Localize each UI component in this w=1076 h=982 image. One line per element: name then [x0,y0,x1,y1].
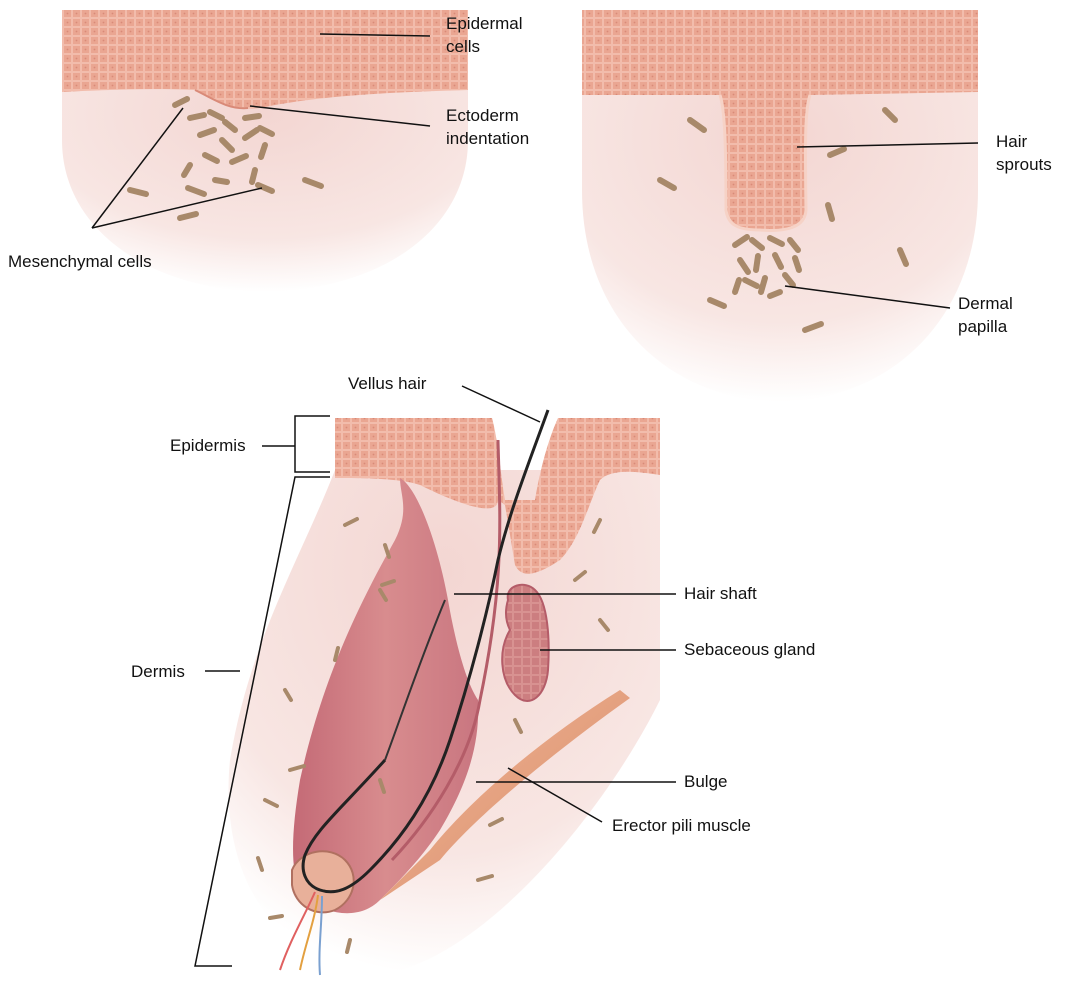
label-vellus-hair: Vellus hair [348,372,426,395]
label-epidermal-cells-line2: cells [446,35,523,58]
label-ectoderm-indentation: Ectoderm indentation [446,104,529,150]
label-epidermis: Epidermis [170,434,246,457]
label-dermal-papilla-line2: papilla [958,315,1013,338]
label-epidermal-cells: Epidermal cells [446,12,523,58]
label-ectoderm-line2: indentation [446,127,529,150]
label-dermal-papilla: Dermal papilla [958,292,1013,338]
label-sebaceous-gland: Sebaceous gland [684,638,815,661]
leader-vellus-hair [462,386,540,422]
label-hair-sprouts-line1: Hair [996,130,1052,153]
label-dermal-papilla-line1: Dermal [958,292,1013,315]
label-ectoderm-line1: Ectoderm [446,104,529,127]
label-hair-shaft: Hair shaft [684,582,757,605]
label-hair-sprouts-line2: sprouts [996,153,1052,176]
label-epidermal-cells-line1: Epidermal [446,12,523,35]
label-mesenchymal-cells: Mesenchymal cells [8,250,152,273]
label-dermis: Dermis [131,660,185,683]
bracket-epidermis [295,416,330,472]
panel-mature-follicle [229,410,660,975]
sebaceous-gland [502,585,548,701]
panel-hair-sprout-stage [582,10,978,402]
label-erector-pili-muscle: Erector pili muscle [612,814,751,837]
label-hair-sprouts: Hair sprouts [996,130,1052,176]
label-bulge: Bulge [684,770,727,793]
